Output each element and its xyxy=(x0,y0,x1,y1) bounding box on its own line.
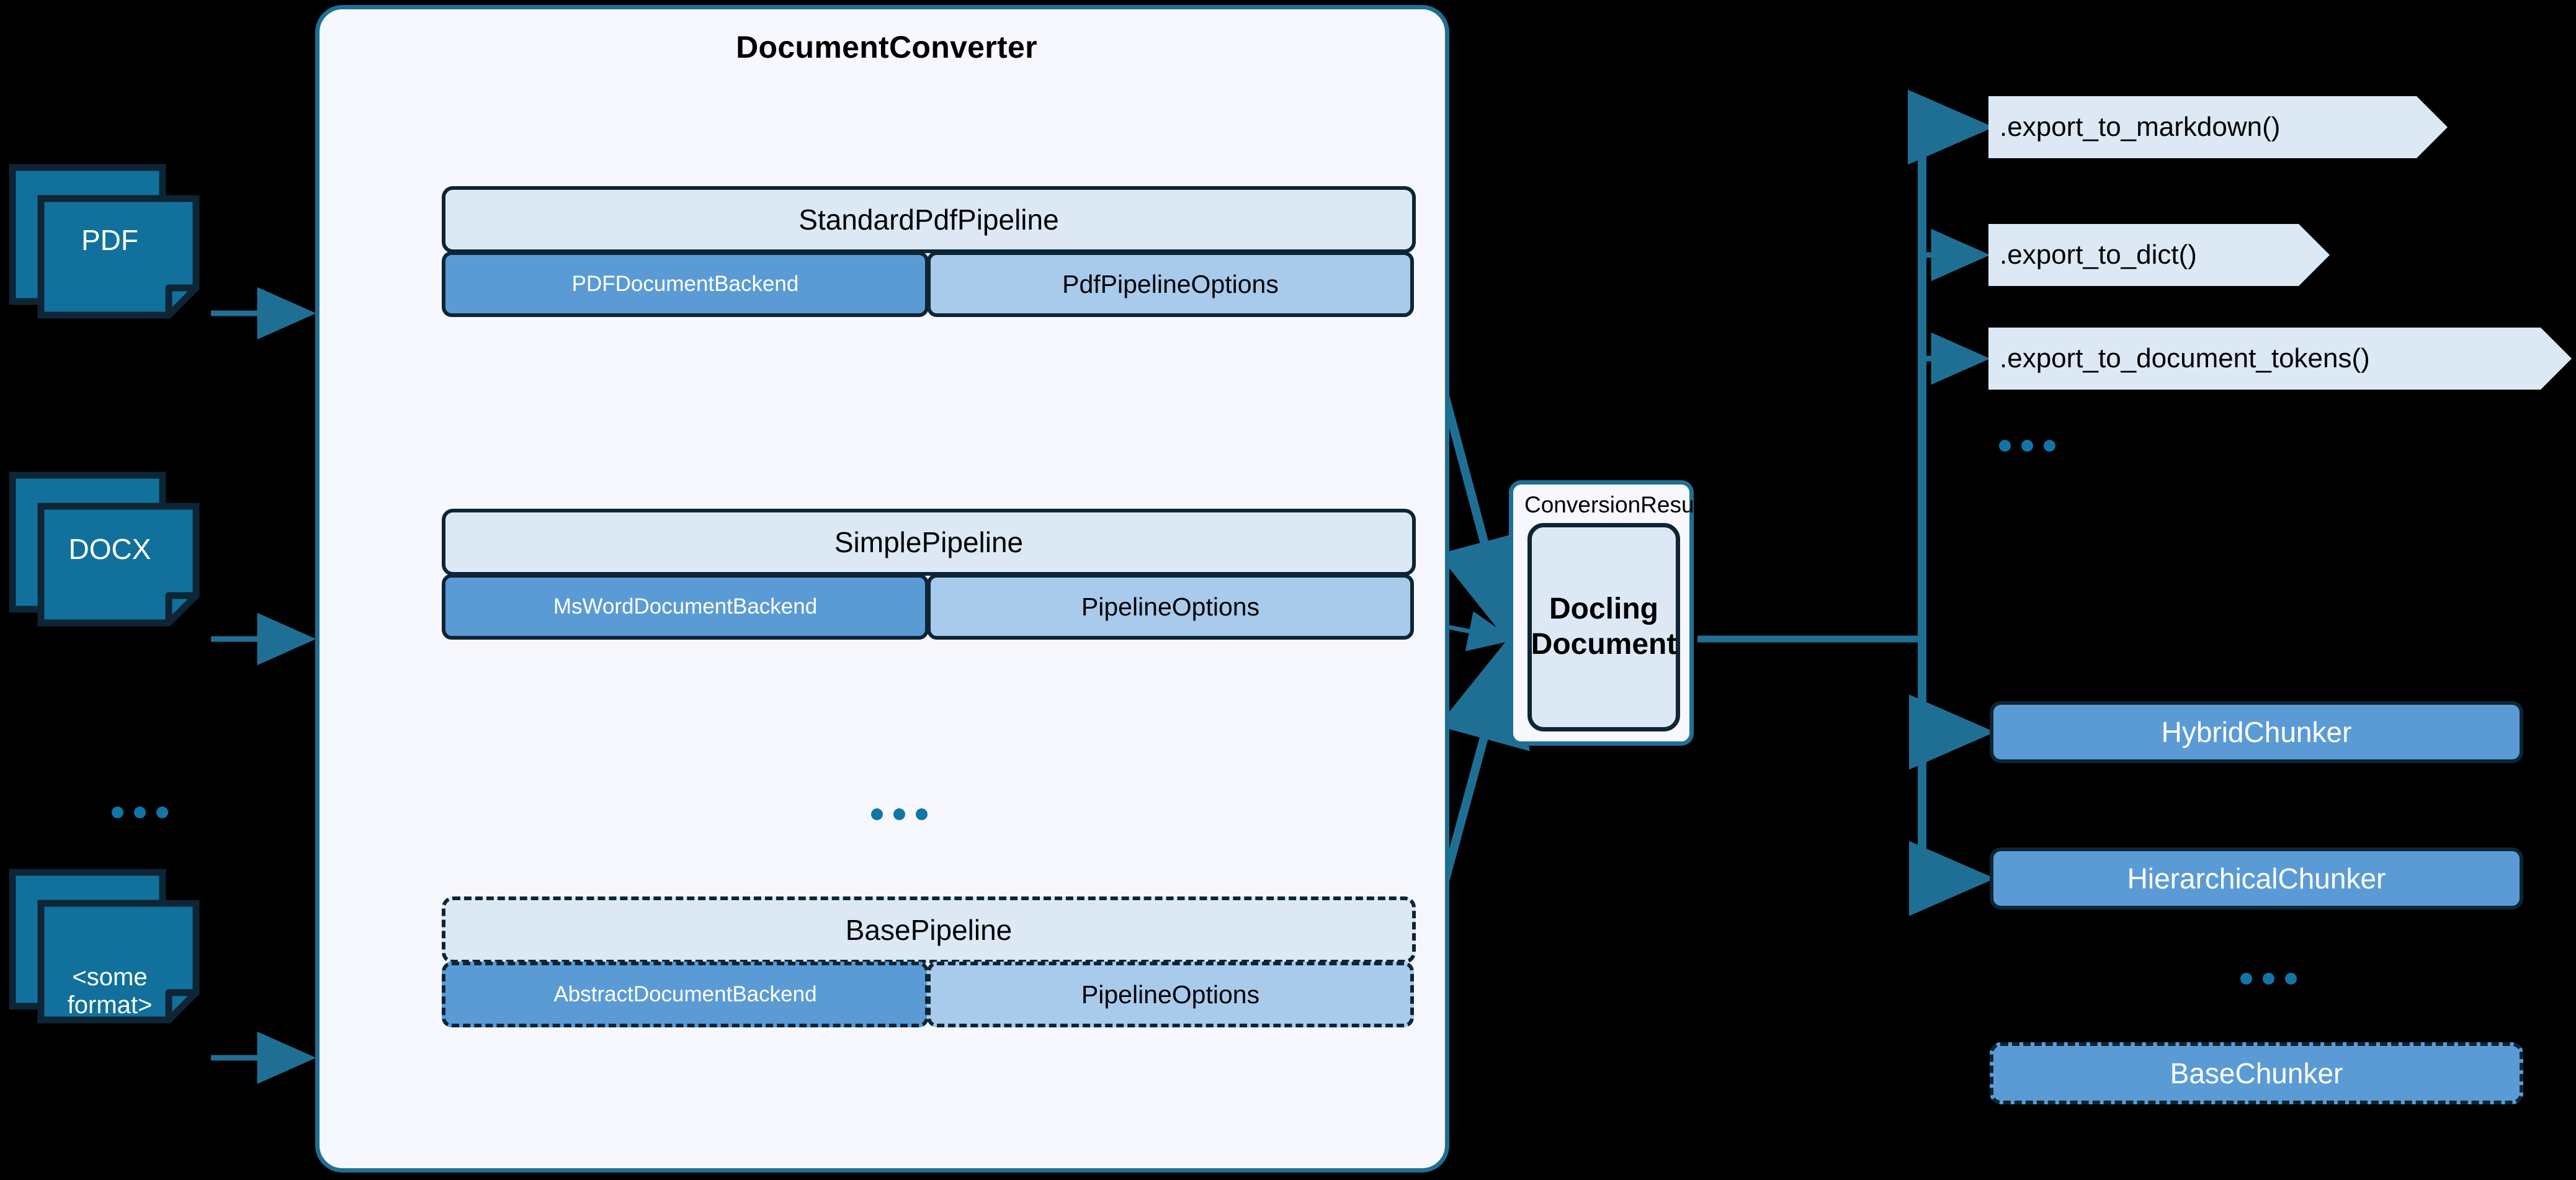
pipeline-simple[interactable]: SimplePipeline MsWordDocumentBackend Pip… xyxy=(442,509,1416,640)
inputs-ellipsis xyxy=(112,807,168,818)
exports-ellipsis xyxy=(1999,440,2055,452)
document-stack-icon xyxy=(9,472,213,627)
document-stack-icon xyxy=(9,164,213,319)
conversion-result-node[interactable]: ConversionResult Docling Document xyxy=(1509,480,1706,746)
pipeline-options: PipelineOptions xyxy=(927,574,1414,640)
chunker-base[interactable]: BaseChunker xyxy=(1990,1042,2523,1104)
input-label-some-format: <some format> xyxy=(67,963,153,1019)
pipeline-base[interactable]: BasePipeline AbstractDocumentBackend Pip… xyxy=(442,896,1416,1027)
document-stack-icon xyxy=(9,869,213,1024)
pipeline-standard-pdf[interactable]: StandardPdfPipeline PDFDocumentBackend P… xyxy=(442,186,1416,317)
pipeline-name: StandardPdfPipeline xyxy=(442,186,1416,253)
export-chevron-dict[interactable]: .export_to_dict() xyxy=(1988,224,2330,286)
export-chevron-markdown[interactable]: .export_to_markdown() xyxy=(1988,96,2448,158)
export-label: .export_to_dict() xyxy=(2000,239,2197,270)
chunker-label: HierarchicalChunker xyxy=(2127,862,2386,895)
chunker-hierarchical[interactable]: HierarchicalChunker xyxy=(1990,847,2523,910)
chunker-label: HybridChunker xyxy=(2161,716,2352,748)
pipeline-name: SimplePipeline xyxy=(442,509,1416,576)
input-label-docx: DOCX xyxy=(68,533,151,566)
chunker-hybrid[interactable]: HybridChunker xyxy=(1990,701,2523,763)
docling-document-box: Docling Document xyxy=(1527,523,1680,731)
pipeline-backend: AbstractDocumentBackend xyxy=(442,962,929,1027)
pipeline-options: PipelineOptions xyxy=(927,962,1414,1027)
pipelines-ellipsis xyxy=(871,808,928,820)
pipeline-backend: PDFDocumentBackend xyxy=(442,251,929,317)
pipeline-backend: MsWordDocumentBackend xyxy=(442,574,929,640)
pipeline-options: PdfPipelineOptions xyxy=(927,251,1414,317)
chunkers-ellipsis xyxy=(2240,973,2297,985)
export-label: .export_to_markdown() xyxy=(2000,112,2281,142)
export-label: .export_to_document_tokens() xyxy=(2000,343,2370,373)
conversion-result-label: ConversionResult xyxy=(1524,492,1706,517)
export-chevron-document-tokens[interactable]: .export_to_document_tokens() xyxy=(1988,328,2572,390)
input-label-pdf: PDF xyxy=(81,224,138,257)
chunker-label: BaseChunker xyxy=(2170,1057,2343,1089)
pipeline-name: BasePipeline xyxy=(442,896,1416,963)
page-title: DocumentConverter xyxy=(736,30,1037,65)
